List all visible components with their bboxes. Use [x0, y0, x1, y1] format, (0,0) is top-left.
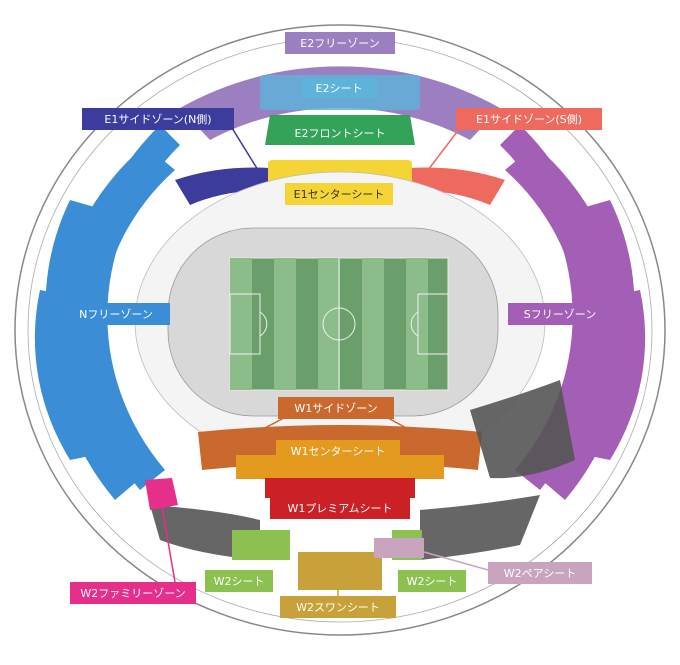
zone-w2-pair[interactable] [374, 538, 424, 558]
label-e2-front[interactable]: E2フロントシート [280, 122, 400, 144]
zone-w2-seat-left[interactable] [232, 530, 290, 560]
zone-e1-side-s[interactable] [410, 167, 505, 206]
label-e2-seat-text: E2シート [316, 82, 363, 95]
zone-e1-side-n[interactable] [175, 167, 270, 206]
label-w1-center[interactable]: W1センターシート [276, 440, 400, 462]
label-w1-premium-bg [270, 497, 410, 519]
label-w2-swan-text: W2スワンシート [296, 601, 380, 614]
label-e1-center-bg [285, 183, 393, 205]
label-s-free-text: Sフリーゾーン [524, 308, 596, 321]
zone-w1-premium[interactable] [265, 478, 415, 498]
label-s-free-bg [508, 303, 612, 325]
label-w2-pair-text: W2ペアシート [504, 567, 576, 580]
label-n-free-text: Nフリーゾーン [79, 308, 153, 321]
pitch-markings [229, 258, 449, 390]
label-e2-front-bg [280, 122, 400, 144]
label-e1-center-text: E1センターシート [294, 188, 385, 201]
label-e2-seat-bg [301, 78, 377, 98]
label-w2-seat-right[interactable]: W2シート [398, 570, 466, 592]
label-e2-free[interactable]: E2フリーゾーン [285, 32, 395, 54]
label-w2-pair[interactable]: W2ペアシート [423, 551, 592, 584]
zone-dark-bottom-right [420, 495, 540, 560]
zone-s-free-right[interactable] [585, 290, 646, 460]
zone-n-free-left[interactable] [34, 290, 95, 460]
label-e1-side-n-text: E1サイドゾーン(N側) [104, 113, 211, 126]
label-w2-family-bg [70, 582, 196, 604]
leader-w2-pair [423, 551, 489, 571]
leader-w1-side-right [387, 417, 433, 443]
label-e2-free-text: E2フリーゾーン [300, 37, 379, 50]
label-w1-center-text: W1センターシート [291, 445, 386, 458]
label-e1-side-n-bg [82, 108, 234, 130]
label-e2-seat[interactable]: E2シート [301, 78, 377, 98]
label-w2-seat-left[interactable]: W2シート [205, 570, 273, 592]
zone-dark-right [470, 380, 575, 479]
label-e1-side-s-text: E1サイドゾーン(S側) [476, 113, 582, 126]
label-w1-side[interactable]: W1サイドゾーン [237, 397, 433, 443]
label-w2-seat-left-text: W2シート [214, 575, 265, 588]
zone-w2-swan[interactable] [298, 552, 382, 590]
label-s-free[interactable]: Sフリーゾーン [508, 303, 612, 325]
zone-w2-family[interactable] [145, 478, 178, 510]
label-e1-side-s-bg [456, 108, 602, 130]
label-w1-premium[interactable]: W1プレミアムシート [270, 497, 410, 519]
label-w1-side-text: W1サイドゾーン [294, 402, 377, 415]
label-w2-pair-bg [488, 562, 592, 584]
leader-w1-side-left [237, 417, 285, 443]
label-n-free-bg [62, 303, 170, 325]
label-e1-side-s[interactable]: E1サイドゾーン(S側) [427, 108, 602, 171]
label-e2-front-text: E2フロントシート [295, 127, 386, 140]
label-e2-free-bg [285, 32, 395, 54]
zone-s-free-arc[interactable] [505, 145, 626, 500]
label-e1-center[interactable]: E1センターシート [285, 183, 393, 205]
label-w2-seat-left-bg [205, 570, 273, 592]
label-w1-premium-text: W1プレミアムシート [287, 502, 392, 515]
label-w2-seat-right-text: W2シート [407, 575, 458, 588]
zone-n-free-arc[interactable] [54, 145, 176, 500]
label-w1-side-bg [278, 397, 394, 419]
leader-w2-family [159, 494, 176, 583]
pitch-stripes [230, 258, 428, 390]
label-w2-family[interactable]: W2ファミリーゾーン [70, 494, 196, 604]
leader-e1-side-s [427, 127, 461, 171]
label-w2-swan[interactable]: W2スワンシート [280, 590, 396, 618]
label-e1-side-n[interactable]: E1サイドゾーン(N側) [82, 108, 259, 171]
label-w2-seat-right-bg [398, 570, 466, 592]
label-w2-swan-bg [280, 596, 396, 618]
label-n-free[interactable]: Nフリーゾーン [62, 303, 170, 325]
label-w2-family-text: W2ファミリーゾーン [80, 587, 185, 600]
label-w1-center-bg [276, 440, 400, 462]
leader-e1-side-n [231, 127, 259, 171]
